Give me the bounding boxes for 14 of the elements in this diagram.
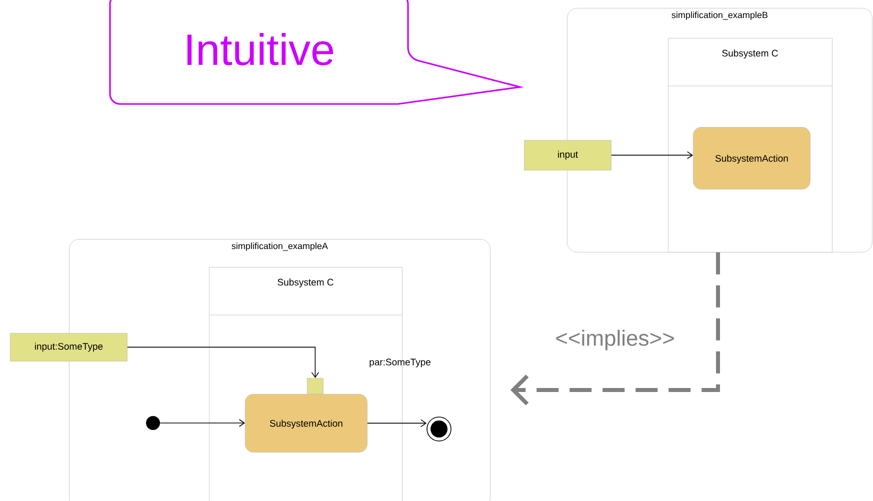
arrow bbox=[160, 419, 245, 427]
arrow bbox=[611, 151, 693, 160]
pin-label: par:SomeType bbox=[370, 358, 430, 368]
final-node bbox=[426, 416, 452, 442]
arrow bbox=[127, 346, 320, 378]
arrow bbox=[367, 419, 427, 428]
edge-label: <<implies>> bbox=[554, 328, 676, 352]
action-box: SubsystemAction bbox=[245, 394, 368, 452]
object-box: input bbox=[524, 140, 612, 170]
object-box: input:SomeType bbox=[10, 333, 128, 362]
action-box: SubsystemAction bbox=[693, 127, 810, 190]
arrow bbox=[510, 252, 720, 406]
initial-node bbox=[146, 416, 160, 430]
pin-box bbox=[307, 378, 324, 394]
